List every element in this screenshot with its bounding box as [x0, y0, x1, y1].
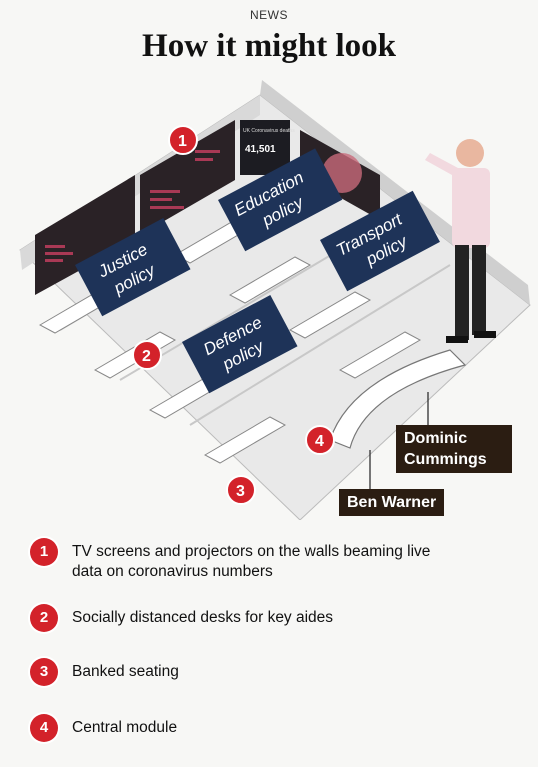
figure-leg-left — [455, 245, 469, 340]
screen-title: UK Coronavirus deaths — [243, 128, 295, 134]
label-ben-warner: Ben Warner — [339, 489, 445, 516]
bank-step-2 — [189, 264, 451, 426]
marker-1: 1 — [168, 125, 198, 155]
sign-justice: Justice policy — [74, 218, 191, 317]
marker-2-number: 2 — [142, 348, 151, 365]
marker-3-number: 3 — [236, 483, 245, 500]
label-dominic-line2: Cummings — [404, 451, 487, 468]
screen-value: 41,501 — [245, 144, 276, 155]
sign-education: Education policy — [218, 148, 343, 252]
room-svg: UK Coronavirus deaths 41,501 Justice pol… — [19, 80, 531, 520]
room-illustration: UK Coronavirus deaths 41,501 Justice pol… — [0, 80, 538, 520]
desk — [338, 331, 422, 379]
legend-item-3: 3 Banked seating — [30, 658, 179, 686]
section-kicker: NEWS — [250, 8, 288, 22]
marker-4: 4 — [305, 425, 335, 455]
legend-badge-4: 4 — [30, 714, 58, 742]
figure-arm — [425, 153, 458, 175]
legend-text-1: TV screens and projectors on the walls b… — [72, 543, 431, 580]
screen-left — [35, 175, 135, 295]
screen-bars — [45, 150, 220, 262]
desk — [203, 416, 287, 464]
label-dominic-cummings: Dominic Cummings — [396, 425, 512, 473]
wall-screens: UK Coronavirus deaths 41,501 — [35, 120, 380, 295]
marker-1-number: 1 — [178, 133, 187, 150]
marker-2: 2 — [132, 340, 162, 370]
legend-text-3: Banked seating — [72, 663, 179, 680]
marker-4-number: 4 — [315, 433, 324, 450]
figure-shoe-right — [474, 331, 496, 338]
headline: How it might look — [142, 28, 396, 64]
desk — [228, 256, 312, 304]
legend-badge-1: 1 — [30, 538, 58, 566]
legend-item-2: 2 Socially distanced desks for key aides — [30, 604, 333, 632]
legend-item-4: 4 Central module — [30, 714, 177, 742]
label-dominic-line1: Dominic — [404, 430, 468, 447]
legend-text-2: Socially distanced desks for key aides — [72, 609, 334, 626]
legend-item-1: 1 TV screens and projectors on the walls… — [30, 538, 452, 582]
figure-leg-right — [472, 245, 486, 335]
standing-figure — [425, 139, 496, 343]
screen-data — [240, 120, 290, 175]
figure-head — [456, 139, 484, 167]
legend-badge-2: 2 — [30, 604, 58, 632]
legend-badge-3: 3 — [30, 658, 58, 686]
central-module — [329, 349, 467, 449]
desk — [288, 291, 372, 339]
figure-torso — [452, 168, 490, 248]
figure-shoe-left — [446, 336, 468, 343]
legend-text-4: Central module — [72, 719, 178, 736]
marker-3: 3 — [226, 475, 256, 505]
